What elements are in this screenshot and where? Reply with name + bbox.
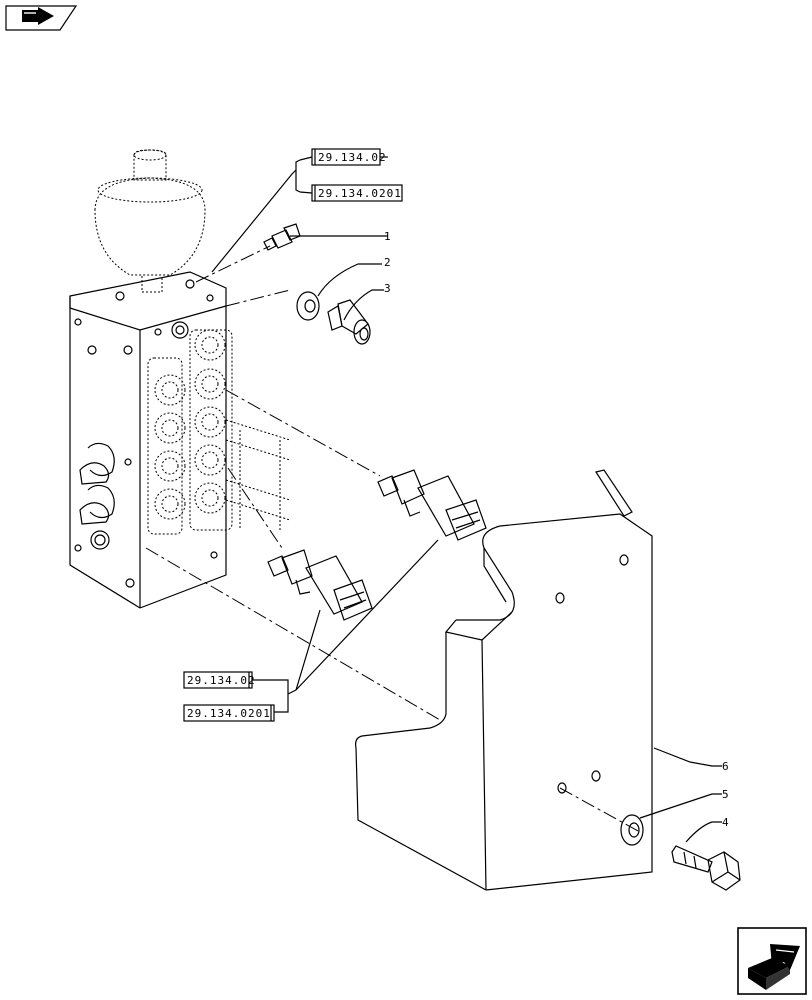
back-button[interactable] xyxy=(5,5,78,31)
accumulator xyxy=(94,149,206,293)
reference-label: 29.134.02 xyxy=(318,151,387,164)
reference-tag-top-secondary[interactable]: 29.134.0201 xyxy=(311,184,403,202)
solenoid-valve-lower xyxy=(267,549,373,621)
projection-lines xyxy=(145,245,641,833)
callout-6: 6 xyxy=(722,760,729,773)
callout-1: 1 xyxy=(384,230,391,243)
reference-tag-top-primary[interactable]: 29.134.02 xyxy=(311,148,387,166)
callout-5: 5 xyxy=(722,788,729,801)
callout-2: 2 xyxy=(384,256,391,269)
part-6-bracket xyxy=(355,469,653,891)
valve-ports xyxy=(147,329,291,535)
solenoid-valve-upper xyxy=(377,469,487,541)
callout-4: 4 xyxy=(722,816,729,829)
reference-label: 29.134.0201 xyxy=(187,707,271,720)
callout-numbers: 1 2 3 4 5 6 xyxy=(384,230,729,829)
reference-label: 29.134.02 xyxy=(187,674,256,687)
reference-tag-bottom-primary[interactable]: 29.134.02 xyxy=(183,671,256,689)
reference-tag-bottom-secondary[interactable]: 29.134.0201 xyxy=(183,704,275,722)
part-4-bolt xyxy=(671,845,741,891)
part-3-pressure-switch xyxy=(327,299,371,345)
callout-3: 3 xyxy=(384,282,391,295)
reference-label: 29.134.0201 xyxy=(318,187,402,200)
back-arrow-icon xyxy=(22,7,54,25)
part-2-washer xyxy=(296,291,320,321)
callout-leaders xyxy=(211,159,722,843)
valve-block xyxy=(69,271,227,609)
part-5-washer xyxy=(620,814,644,846)
forward-button[interactable] xyxy=(737,927,807,995)
forward-arrow-icon xyxy=(748,944,800,990)
